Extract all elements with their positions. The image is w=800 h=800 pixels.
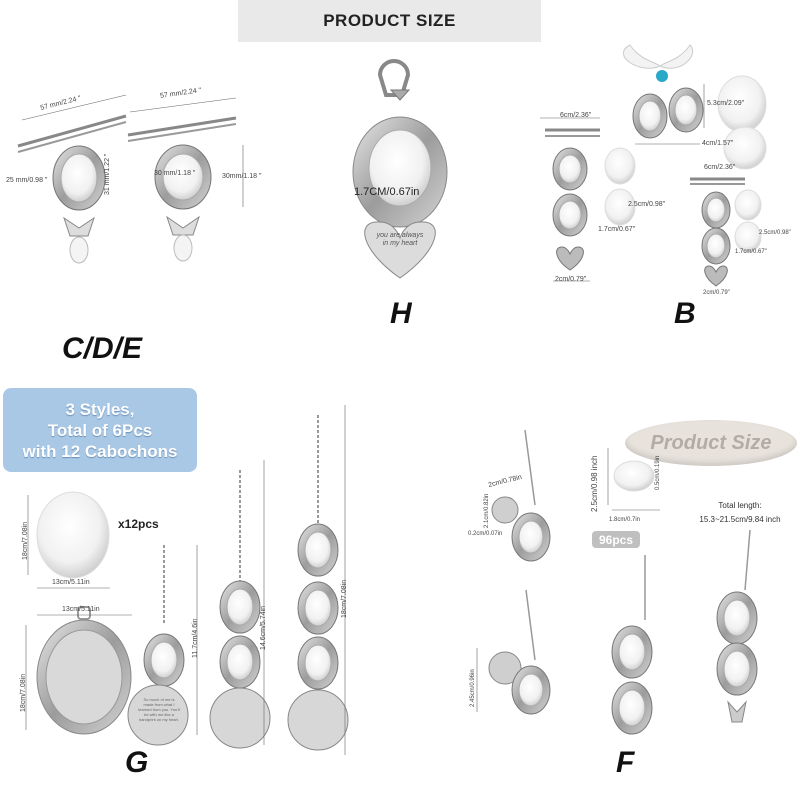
styles-info-box: 3 Styles, Total of 6Pcs with 12 Cabochon… [3, 388, 197, 472]
product-size-label: Product Size [650, 431, 772, 454]
g-pendant-medium [209, 460, 271, 749]
b-cabochons [604, 75, 767, 253]
product-size-banner: PRODUCT SIZE [238, 0, 541, 42]
b-cab-large-b: 2.5cm/0.98" [759, 230, 791, 236]
f-pendant-b [476, 589, 551, 715]
cde-pendant-width-a: 25 mm/0.98 " [6, 177, 48, 184]
b-brooch-b [690, 177, 745, 287]
cde-brooch-left [17, 94, 127, 264]
g-cab-count: x12pcs [118, 517, 159, 531]
g-pendant-long [287, 405, 349, 755]
g-frame-height: 18cm/7.08in [20, 673, 27, 712]
label-b: B [674, 297, 696, 330]
cde-pendant-height-b: 30mm/1.18 " [222, 173, 262, 180]
h-pendant [352, 59, 448, 279]
g-length-1: 11.7cm/4.6in [192, 618, 199, 658]
g-cabochon [27, 491, 110, 589]
label-g: G [125, 746, 149, 779]
f-cab-width: 1.8cm/0.7in [609, 517, 641, 523]
g-frame-width: 13cm/5.11in [62, 606, 100, 613]
g-coin-text: So much of me is made from what I learne… [138, 697, 180, 722]
b-heart-b: 2cm/0.79" [703, 290, 730, 296]
b-ribbon-width: 4cm/1.57" [702, 140, 734, 147]
f-pendant-a [491, 429, 551, 562]
h-width: 1.7CM/0.67in [354, 186, 420, 198]
f-cab-thickness: 0.5cm/0.19in [655, 455, 661, 490]
f-pendant-c [611, 555, 653, 735]
g-frame [25, 606, 132, 735]
f-dim-c: 0.2cm/0.07in [468, 531, 503, 537]
g-length-3: 18cm/7.08in [341, 579, 348, 618]
g-cab-height: 18cm/7.08in [22, 521, 29, 560]
b-cab-small: 1.7cm/0.67" [598, 226, 636, 233]
g-length-2: 14.6cm/5.74in [260, 606, 267, 650]
f-cabochon [607, 448, 660, 511]
b-brooch-a [540, 117, 600, 282]
f-dim-d: 2.45cm/0.96in [470, 669, 476, 707]
b-ribbon-oval: 5.3cm/2.09" [707, 100, 745, 107]
b-pin-a: 6cm/2.36" [560, 112, 592, 119]
h-heart-text: you are always in my heart [376, 232, 424, 247]
cde-brooch-right [127, 97, 244, 262]
count-badge-label: 96pcs [598, 532, 634, 547]
b-heart: 2cm/0.79" [555, 276, 587, 283]
b-cab-small-b: 1.7cm/0.67" [735, 249, 767, 255]
total-length-value: 15.3~21.5cm/9.84 inch [699, 515, 781, 524]
banner-title: PRODUCT SIZE [323, 11, 456, 30]
b-pin-b: 6cm/2.36" [704, 164, 736, 171]
product-size-oval: Product Size [625, 420, 797, 466]
cde-pendant-height-a: 31 mm/1.22 " [104, 153, 111, 195]
styles-line-1: 3 Styles, [65, 399, 135, 419]
f-dim-b: 2.1cm/0.82in [484, 493, 490, 528]
b-cab-large: 2.5cm/0.98" [628, 201, 666, 208]
label-h: H [390, 297, 412, 330]
count-badge: 96pcs [592, 531, 640, 548]
styles-line-2: Total of 6Pcs [47, 420, 153, 440]
g-pendant-short [127, 545, 198, 746]
g-cab-width: 13cm/5.11in [52, 579, 90, 586]
f-pendant-d [716, 529, 758, 723]
f-cab-height: 2.5cm/0.98 inch [590, 455, 599, 512]
total-length-label: Total length: [718, 501, 762, 510]
cde-pendant-width-b: 30 mm/1.18 " [154, 170, 196, 177]
label-cde: C/D/E [62, 332, 143, 365]
b-ribbon-charm [622, 44, 705, 145]
styles-line-3: with 12 Cabochons [22, 441, 178, 461]
label-f: F [616, 746, 635, 779]
